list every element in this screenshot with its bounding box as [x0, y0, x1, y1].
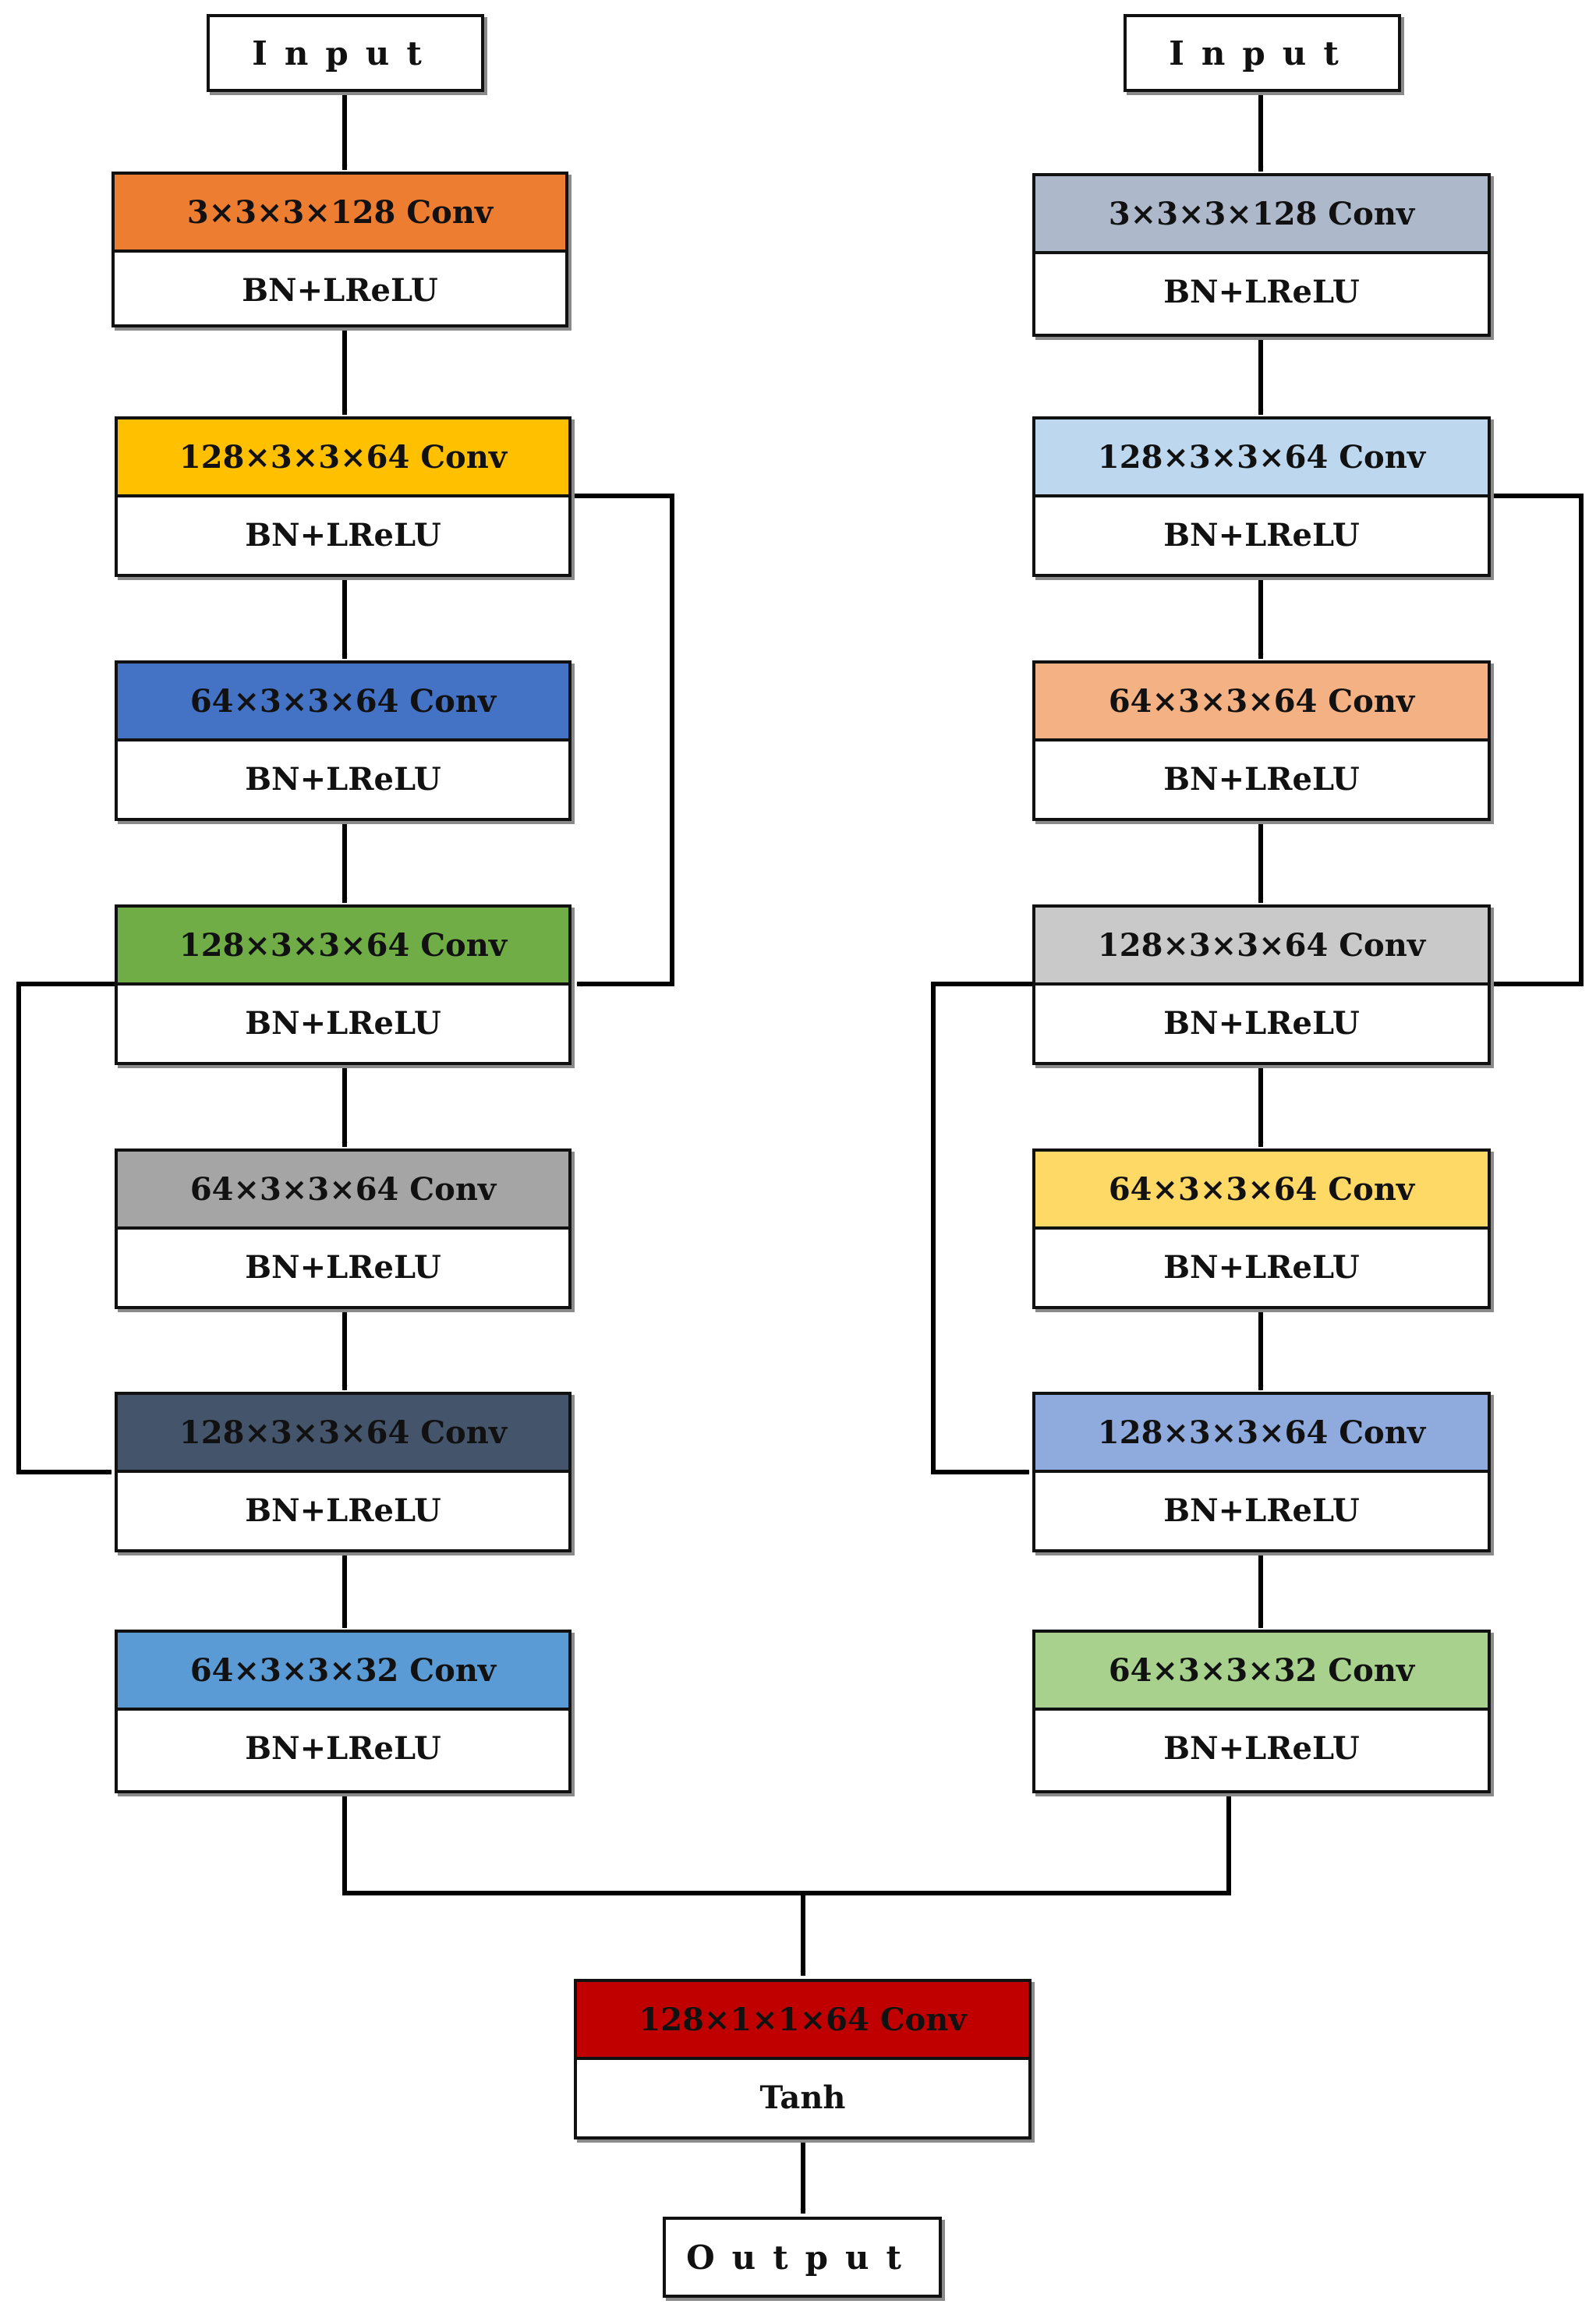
left-conv-6: 128×3×3×64 Conv: [118, 1395, 568, 1473]
left-act-4: BN+LReLU: [245, 1004, 441, 1042]
right-act-6: BN+LReLU: [1163, 1492, 1360, 1529]
right-conv-2: 128×3×3×64 Conv: [1035, 419, 1488, 497]
final-conv: 128×1×1×64 Conv: [577, 1982, 1028, 2060]
right-act-5: BN+LReLU: [1163, 1248, 1360, 1286]
left-block-3: 64×3×3×64 Conv BN+LReLU: [115, 660, 572, 821]
left-act-5: BN+LReLU: [245, 1248, 441, 1286]
right-conv-3: 64×3×3×64 Conv: [1035, 664, 1488, 741]
output-box: Output: [663, 2217, 942, 2298]
left-block-2: 128×3×3×64 Conv BN+LReLU: [115, 416, 572, 577]
left-act-1: BN+LReLU: [242, 271, 438, 309]
right-conv-1: 3×3×3×128 Conv: [1035, 176, 1488, 254]
left-block-1: 3×3×3×128 Conv BN+LReLU: [111, 172, 568, 327]
left-act-2: BN+LReLU: [245, 516, 441, 554]
merge-line: [342, 1796, 1231, 1895]
right-act-3: BN+LReLU: [1163, 760, 1360, 798]
left-act-3: BN+LReLU: [245, 760, 441, 798]
left-conv-5: 64×3×3×64 Conv: [118, 1152, 568, 1230]
left-conv-1: 3×3×3×128 Conv: [115, 175, 565, 253]
right-skip-a: [1493, 494, 1584, 987]
left-block-7: 64×3×3×32 Conv BN+LReLU: [115, 1630, 572, 1793]
right-conv-5: 64×3×3×64 Conv: [1035, 1152, 1488, 1230]
right-block-6: 128×3×3×64 Conv BN+LReLU: [1032, 1392, 1491, 1552]
right-input-box: Input: [1124, 14, 1401, 92]
left-conv-4: 128×3×3×64 Conv: [118, 908, 568, 986]
left-conv-2: 128×3×3×64 Conv: [118, 419, 568, 497]
left-skip-a: [574, 494, 674, 987]
right-act-7: BN+LReLU: [1163, 1729, 1360, 1767]
right-act-4: BN+LReLU: [1163, 1004, 1360, 1042]
right-conv-4: 128×3×3×64 Conv: [1035, 908, 1488, 986]
right-act-2: BN+LReLU: [1163, 516, 1360, 554]
right-block-2: 128×3×3×64 Conv BN+LReLU: [1032, 416, 1491, 577]
left-conv-7: 64×3×3×32 Conv: [118, 1633, 568, 1711]
right-block-5: 64×3×3×64 Conv BN+LReLU: [1032, 1148, 1491, 1309]
left-input-box: Input: [207, 14, 484, 92]
right-conv-7: 64×3×3×32 Conv: [1035, 1633, 1488, 1711]
right-block-4: 128×3×3×64 Conv BN+LReLU: [1032, 904, 1491, 1065]
left-conv-3: 64×3×3×64 Conv: [118, 664, 568, 741]
final-block: 128×1×1×64 Conv Tanh: [574, 1979, 1032, 2139]
right-block-3: 64×3×3×64 Conv BN+LReLU: [1032, 660, 1491, 821]
left-block-4: 128×3×3×64 Conv BN+LReLU: [115, 904, 572, 1065]
left-skip-b: [16, 982, 115, 1475]
right-conv-6: 128×3×3×64 Conv: [1035, 1395, 1488, 1473]
right-skip-b: [931, 982, 1032, 1475]
right-block-7: 64×3×3×32 Conv BN+LReLU: [1032, 1630, 1491, 1793]
right-block-1: 3×3×3×128 Conv BN+LReLU: [1032, 173, 1491, 337]
left-act-6: BN+LReLU: [245, 1492, 441, 1529]
left-act-7: BN+LReLU: [245, 1729, 441, 1767]
final-act: Tanh: [759, 2079, 846, 2116]
left-block-5: 64×3×3×64 Conv BN+LReLU: [115, 1148, 572, 1309]
left-block-6: 128×3×3×64 Conv BN+LReLU: [115, 1392, 572, 1552]
right-act-1: BN+LReLU: [1163, 273, 1360, 310]
